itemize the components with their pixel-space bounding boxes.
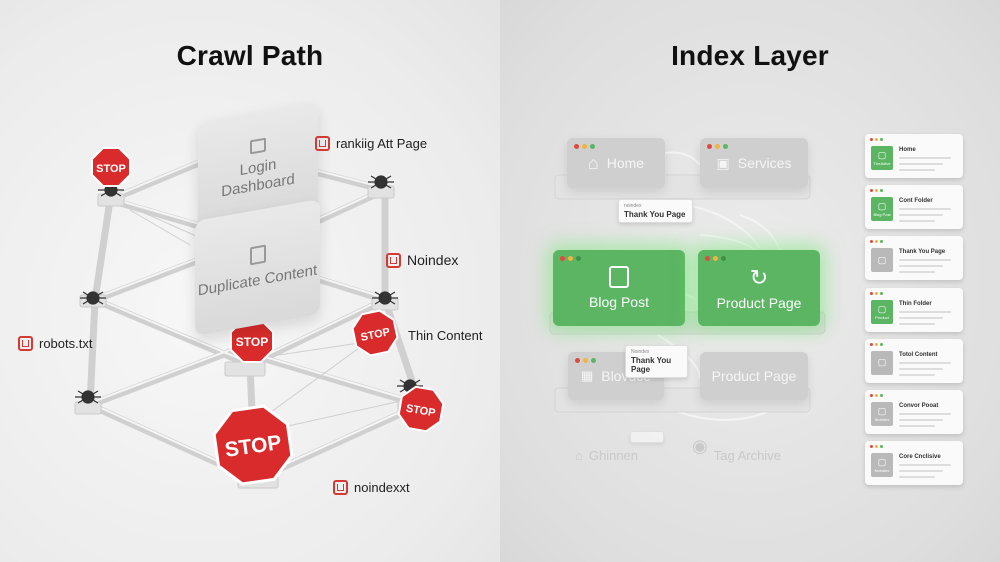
document-icon: [249, 244, 266, 266]
stop-text-4: STOP: [405, 402, 436, 419]
thumbnail-label: TheAdive: [873, 161, 891, 166]
thank-you-tooltip-1: noindex Thank You Page: [618, 199, 693, 223]
index-list-item-title: Thin Folder: [899, 300, 932, 307]
index-list-item-title: Home: [899, 147, 916, 153]
index-list-item-title: Cont Folder: [899, 198, 933, 205]
index-list-item-title: Totol Content: [899, 351, 938, 358]
folder-icon: [250, 137, 266, 155]
rule-icon: [333, 480, 348, 495]
page-thumbnail: ▢: [871, 248, 893, 273]
rule-icon: [315, 136, 330, 151]
thin-content-label: Thin Content: [408, 328, 483, 343]
thumbnail-label: Product: [875, 314, 889, 320]
ghost-tooltip: [630, 431, 664, 443]
ghost-item-1: ⌂Ghinnen: [575, 448, 639, 463]
index-list-item[interactable]: ▢TheAdive Home: [865, 134, 963, 178]
rule-icon: [18, 336, 33, 351]
home-icon: ⌂: [575, 448, 583, 463]
stop-sign-4: STOP: [397, 385, 445, 433]
index-list-item-title: Core Cnclisive: [899, 454, 941, 461]
thumbnail-label: Noindex: [874, 468, 890, 474]
index-list-item[interactable]: ▢Noindex Core Cnclisive: [865, 441, 963, 486]
page-thumbnail: ▢Noindex: [871, 402, 893, 426]
tag-icon: ◉: [692, 436, 708, 456]
index-list-item-title: Thank You Page: [899, 249, 946, 256]
crawl-path-title: Crawl Path: [176, 40, 324, 71]
page-thumbnail: ▢TheAdive: [871, 146, 893, 170]
page-thumbnail: ▢: [871, 350, 893, 375]
thumbnail-label: Noindex: [874, 417, 890, 422]
page-thumbnail: ▢Noindex: [871, 453, 893, 478]
stop-text-2: STOP: [236, 335, 268, 349]
product-page-card[interactable]: ↻ Product Page: [698, 250, 820, 326]
briefcase-icon: ▣: [716, 154, 730, 171]
index-list-item[interactable]: ▢Noindex Convor Pooat: [865, 390, 963, 434]
index-list-item[interactable]: ▢Blog Post Cont Folder: [865, 185, 963, 230]
page-thumbnail: ▢Blog Post: [871, 197, 893, 222]
ranking-page-label: rankiig Att Page: [315, 136, 427, 151]
index-list-item[interactable]: ▢Product Thin Folder: [865, 287, 963, 332]
duplicate-content-label: Duplicate Content: [197, 261, 318, 300]
stop-sign-1: STOP: [91, 147, 131, 187]
blog-post-card[interactable]: Blog Post: [553, 250, 685, 326]
list-icon: [609, 266, 629, 288]
product-page-card-2[interactable]: Product Page: [700, 352, 808, 400]
stop-sign-3: STOP: [351, 309, 399, 357]
refresh-icon: ↻: [749, 265, 769, 290]
spider-icon-4: [372, 291, 398, 305]
home-card[interactable]: ⌂Home: [567, 138, 665, 188]
spider-icon-3: [80, 291, 106, 305]
spider-icon-5: [75, 390, 101, 404]
thank-you-tooltip-2: Noindex Thank You Page: [625, 345, 688, 378]
rule-icon: [386, 252, 401, 268]
home-icon: ⌂: [587, 152, 599, 173]
index-list-item-title: Convor Pooat: [899, 403, 939, 409]
ghost-item-2: ◉ Tag Archive: [692, 436, 781, 463]
crawl-path-panel: Crawl Path: [0, 0, 500, 562]
login-dashboard-label: Login Dashboard: [221, 155, 295, 201]
calendar-icon: ▦: [580, 368, 594, 383]
stop-sign-5: STOP: [212, 404, 294, 486]
index-list-item[interactable]: ▢ Thank You Page: [865, 236, 963, 281]
thumbnail-label: Blog Post: [873, 212, 891, 218]
services-card[interactable]: ▣Services: [700, 138, 808, 188]
robots-txt-label: robots.txt: [18, 336, 92, 351]
noindexxt-label: noindexxt: [333, 480, 410, 495]
noindex-label: Noindex: [386, 252, 458, 268]
duplicate-content-card: Duplicate Content: [195, 198, 320, 337]
stop-text-1: STOP: [96, 163, 126, 175]
crawl-scaffold: STOP STOP STOP STOP STOP: [74, 146, 445, 489]
stop-sign-2: STOP: [230, 319, 274, 363]
index-layer-panel: Index Layer ⌂Home ▣Services noindex Than…: [500, 0, 1000, 562]
page-thumbnail: ▢Product: [871, 299, 893, 324]
spider-icon-2: [368, 175, 394, 189]
index-list-item[interactable]: ▢ Totol Content: [865, 338, 963, 383]
index-layer-title: Index Layer: [671, 40, 829, 71]
